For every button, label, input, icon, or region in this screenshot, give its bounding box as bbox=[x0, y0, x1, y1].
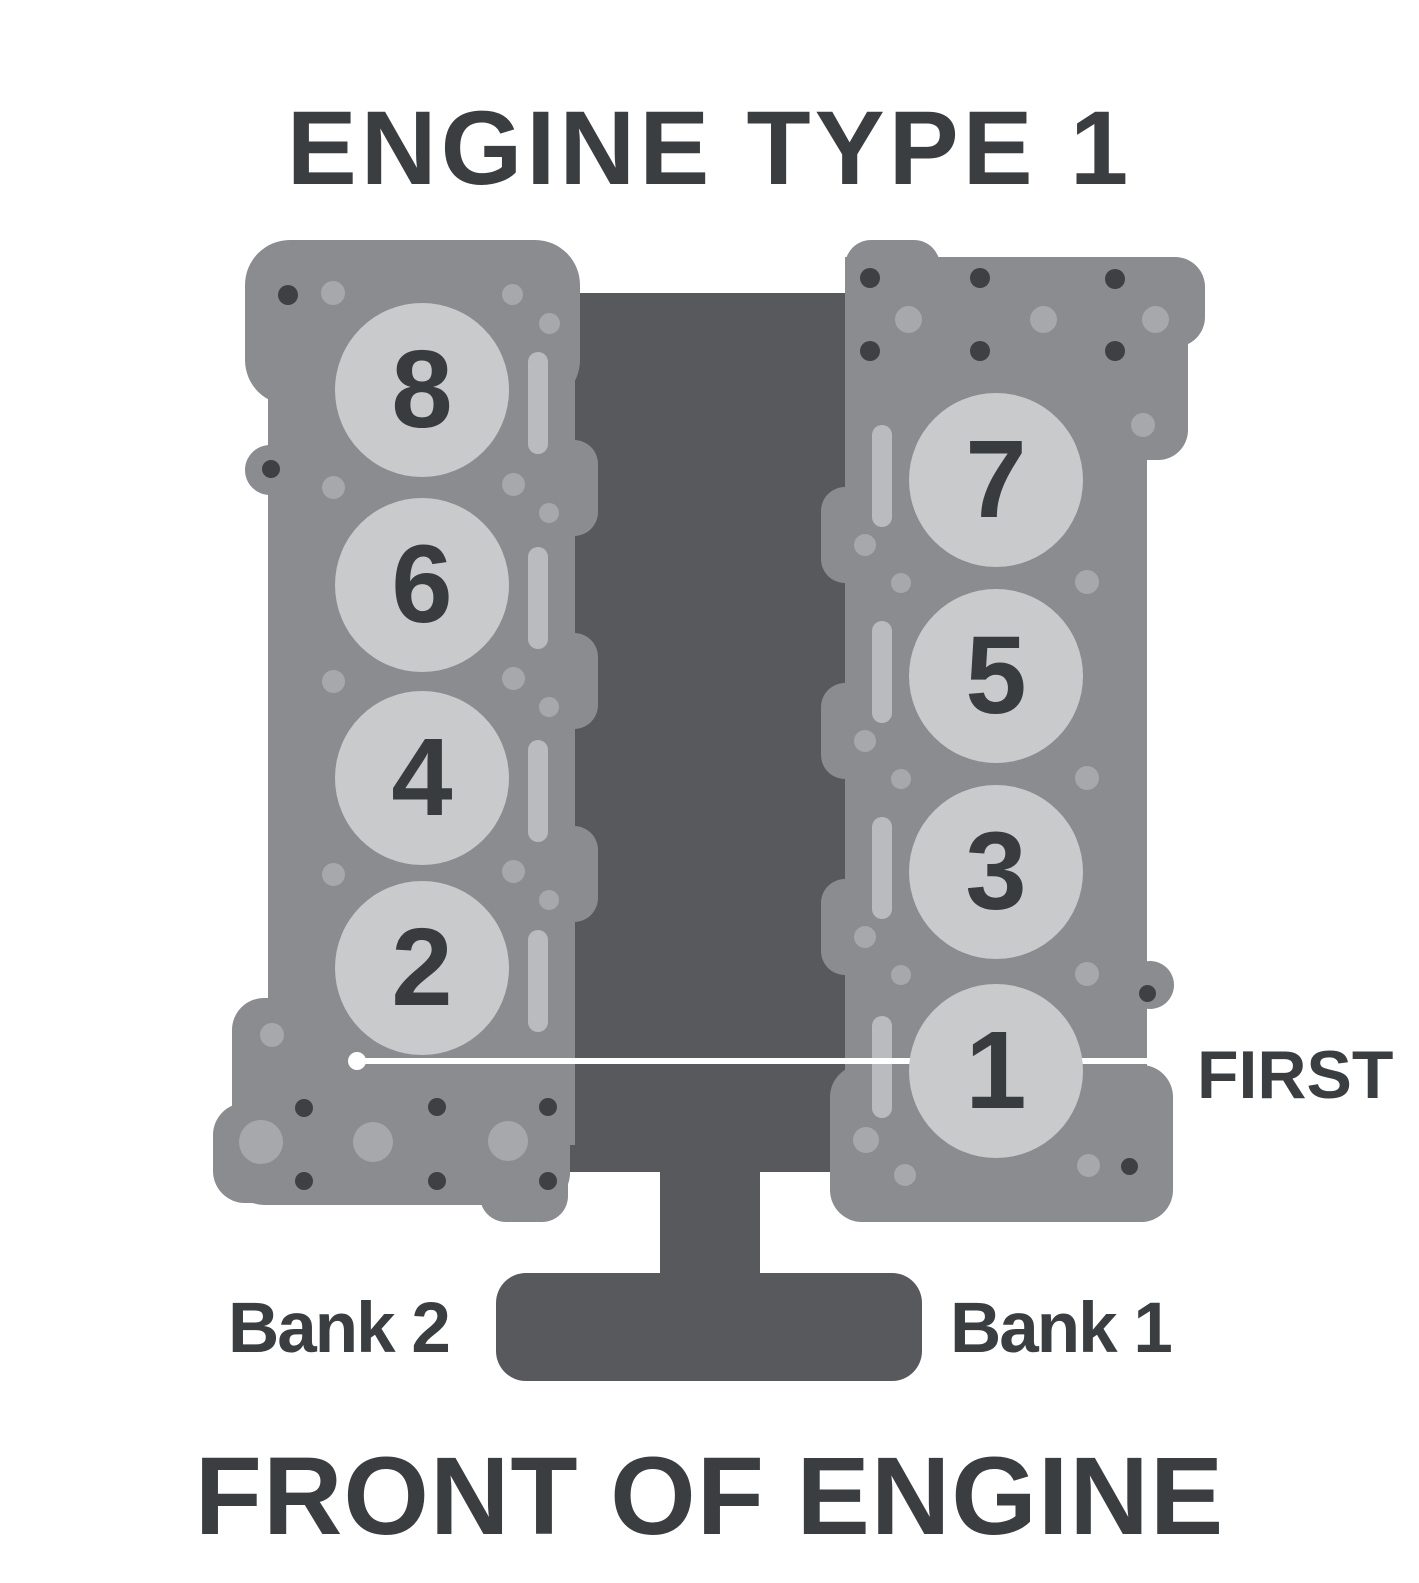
bolt-hole-dot bbox=[970, 268, 990, 288]
head-edge-bump bbox=[550, 633, 598, 729]
bank-2-label: Bank 2 bbox=[228, 1289, 451, 1368]
cylinder-3: 3 bbox=[909, 785, 1083, 959]
cylinder-2: 2 bbox=[335, 881, 509, 1055]
bolt-hole-dot bbox=[501, 283, 523, 305]
first-callout-dot bbox=[348, 1052, 366, 1070]
bolt-hole-dot bbox=[538, 312, 560, 334]
cylinder-8-number: 8 bbox=[391, 328, 453, 451]
bolt-hole-dot bbox=[853, 1127, 879, 1153]
cylinder-6-number: 6 bbox=[391, 523, 453, 646]
first-label: FIRST bbox=[1197, 1037, 1394, 1113]
bolt-hole-dot bbox=[428, 1098, 446, 1116]
bolt-hole-dot bbox=[854, 534, 876, 556]
cylinder-7: 7 bbox=[909, 393, 1083, 567]
bolt-hole-dot bbox=[1029, 305, 1057, 333]
cylinder-1: 1 bbox=[909, 984, 1083, 1158]
gasket-slot-pill bbox=[872, 1016, 892, 1118]
gasket-slot-pill bbox=[528, 930, 548, 1032]
bolt-hole-dot bbox=[1138, 984, 1156, 1002]
gasket-slot-pill bbox=[528, 547, 548, 649]
cylinder-5: 5 bbox=[909, 589, 1083, 763]
bolt-hole-dot bbox=[860, 268, 880, 288]
cylinder-4: 4 bbox=[335, 691, 509, 865]
bolt-hole-dot bbox=[321, 862, 345, 886]
bolt-hole-dot bbox=[501, 472, 525, 496]
bolt-hole-dot bbox=[970, 341, 990, 361]
bolt-hole-dot bbox=[260, 1023, 284, 1047]
gasket-slot-pill bbox=[872, 817, 892, 919]
bolt-hole-dot bbox=[891, 965, 911, 985]
bolt-hole-dot bbox=[1120, 1157, 1138, 1175]
cylinder-2-number: 2 bbox=[391, 906, 453, 1029]
page-title: ENGINE TYPE 1 bbox=[286, 90, 1133, 207]
bolt-hole-dot bbox=[488, 1121, 528, 1161]
bolt-hole-dot bbox=[539, 890, 559, 910]
bolt-hole-dot bbox=[1076, 1153, 1100, 1177]
cylinder-6: 6 bbox=[335, 498, 509, 672]
bolt-hole-dot bbox=[321, 669, 345, 693]
bank-1-label: Bank 1 bbox=[950, 1289, 1173, 1368]
bolt-hole-dot bbox=[321, 475, 345, 499]
bolt-hole-dot bbox=[295, 1172, 313, 1190]
bolt-hole-dot bbox=[539, 503, 559, 523]
bolt-hole-dot bbox=[501, 666, 525, 690]
bolt-hole-dot bbox=[278, 285, 298, 305]
engine-block bbox=[570, 293, 850, 1172]
bolt-hole-dot bbox=[539, 1172, 557, 1190]
engine-block-base bbox=[496, 1273, 922, 1381]
bolt-hole-dot bbox=[501, 859, 525, 883]
cylinder-8: 8 bbox=[335, 303, 509, 477]
gasket-slot-pill bbox=[528, 740, 548, 842]
bolt-hole-dot bbox=[894, 305, 922, 333]
bolt-hole-dot bbox=[321, 281, 345, 305]
cylinder-5-number: 5 bbox=[965, 614, 1027, 737]
cylinder-3-number: 3 bbox=[965, 810, 1027, 933]
bolt-hole-dot bbox=[539, 697, 559, 717]
bolt-hole-dot bbox=[295, 1099, 313, 1117]
head-edge-bump bbox=[550, 826, 598, 922]
bolt-hole-dot bbox=[539, 1098, 557, 1116]
bolt-hole-dot bbox=[1075, 962, 1099, 986]
first-callout-line bbox=[357, 1058, 1185, 1064]
bolt-hole-dot bbox=[891, 573, 911, 593]
cylinder-1-number: 1 bbox=[965, 1009, 1027, 1132]
front-of-engine-label: FRONT OF ENGINE bbox=[194, 1435, 1225, 1558]
gasket-slot-pill bbox=[528, 352, 548, 454]
bolt-hole-dot bbox=[860, 341, 880, 361]
cylinder-7-number: 7 bbox=[965, 418, 1027, 541]
gasket-slot-pill bbox=[872, 425, 892, 527]
bolt-hole-dot bbox=[1075, 766, 1099, 790]
bolt-hole-dot bbox=[353, 1122, 393, 1162]
bolt-hole-dot bbox=[239, 1120, 283, 1164]
bolt-hole-dot bbox=[1131, 413, 1155, 437]
bolt-hole-dot bbox=[262, 460, 280, 478]
engine-block-stem bbox=[660, 1160, 760, 1285]
bolt-hole-dot bbox=[854, 926, 876, 948]
bolt-hole-dot bbox=[1105, 269, 1125, 289]
cylinder-4-number: 4 bbox=[391, 716, 453, 839]
bolt-hole-dot bbox=[1105, 341, 1125, 361]
bolt-hole-dot bbox=[891, 769, 911, 789]
bolt-hole-dot bbox=[1141, 305, 1169, 333]
bolt-hole-dot bbox=[894, 1164, 916, 1186]
gasket-slot-pill bbox=[872, 621, 892, 723]
bolt-hole-dot bbox=[428, 1172, 446, 1190]
head-edge-bump bbox=[550, 440, 598, 536]
bolt-hole-dot bbox=[854, 730, 876, 752]
bolt-hole-dot bbox=[1075, 570, 1099, 594]
